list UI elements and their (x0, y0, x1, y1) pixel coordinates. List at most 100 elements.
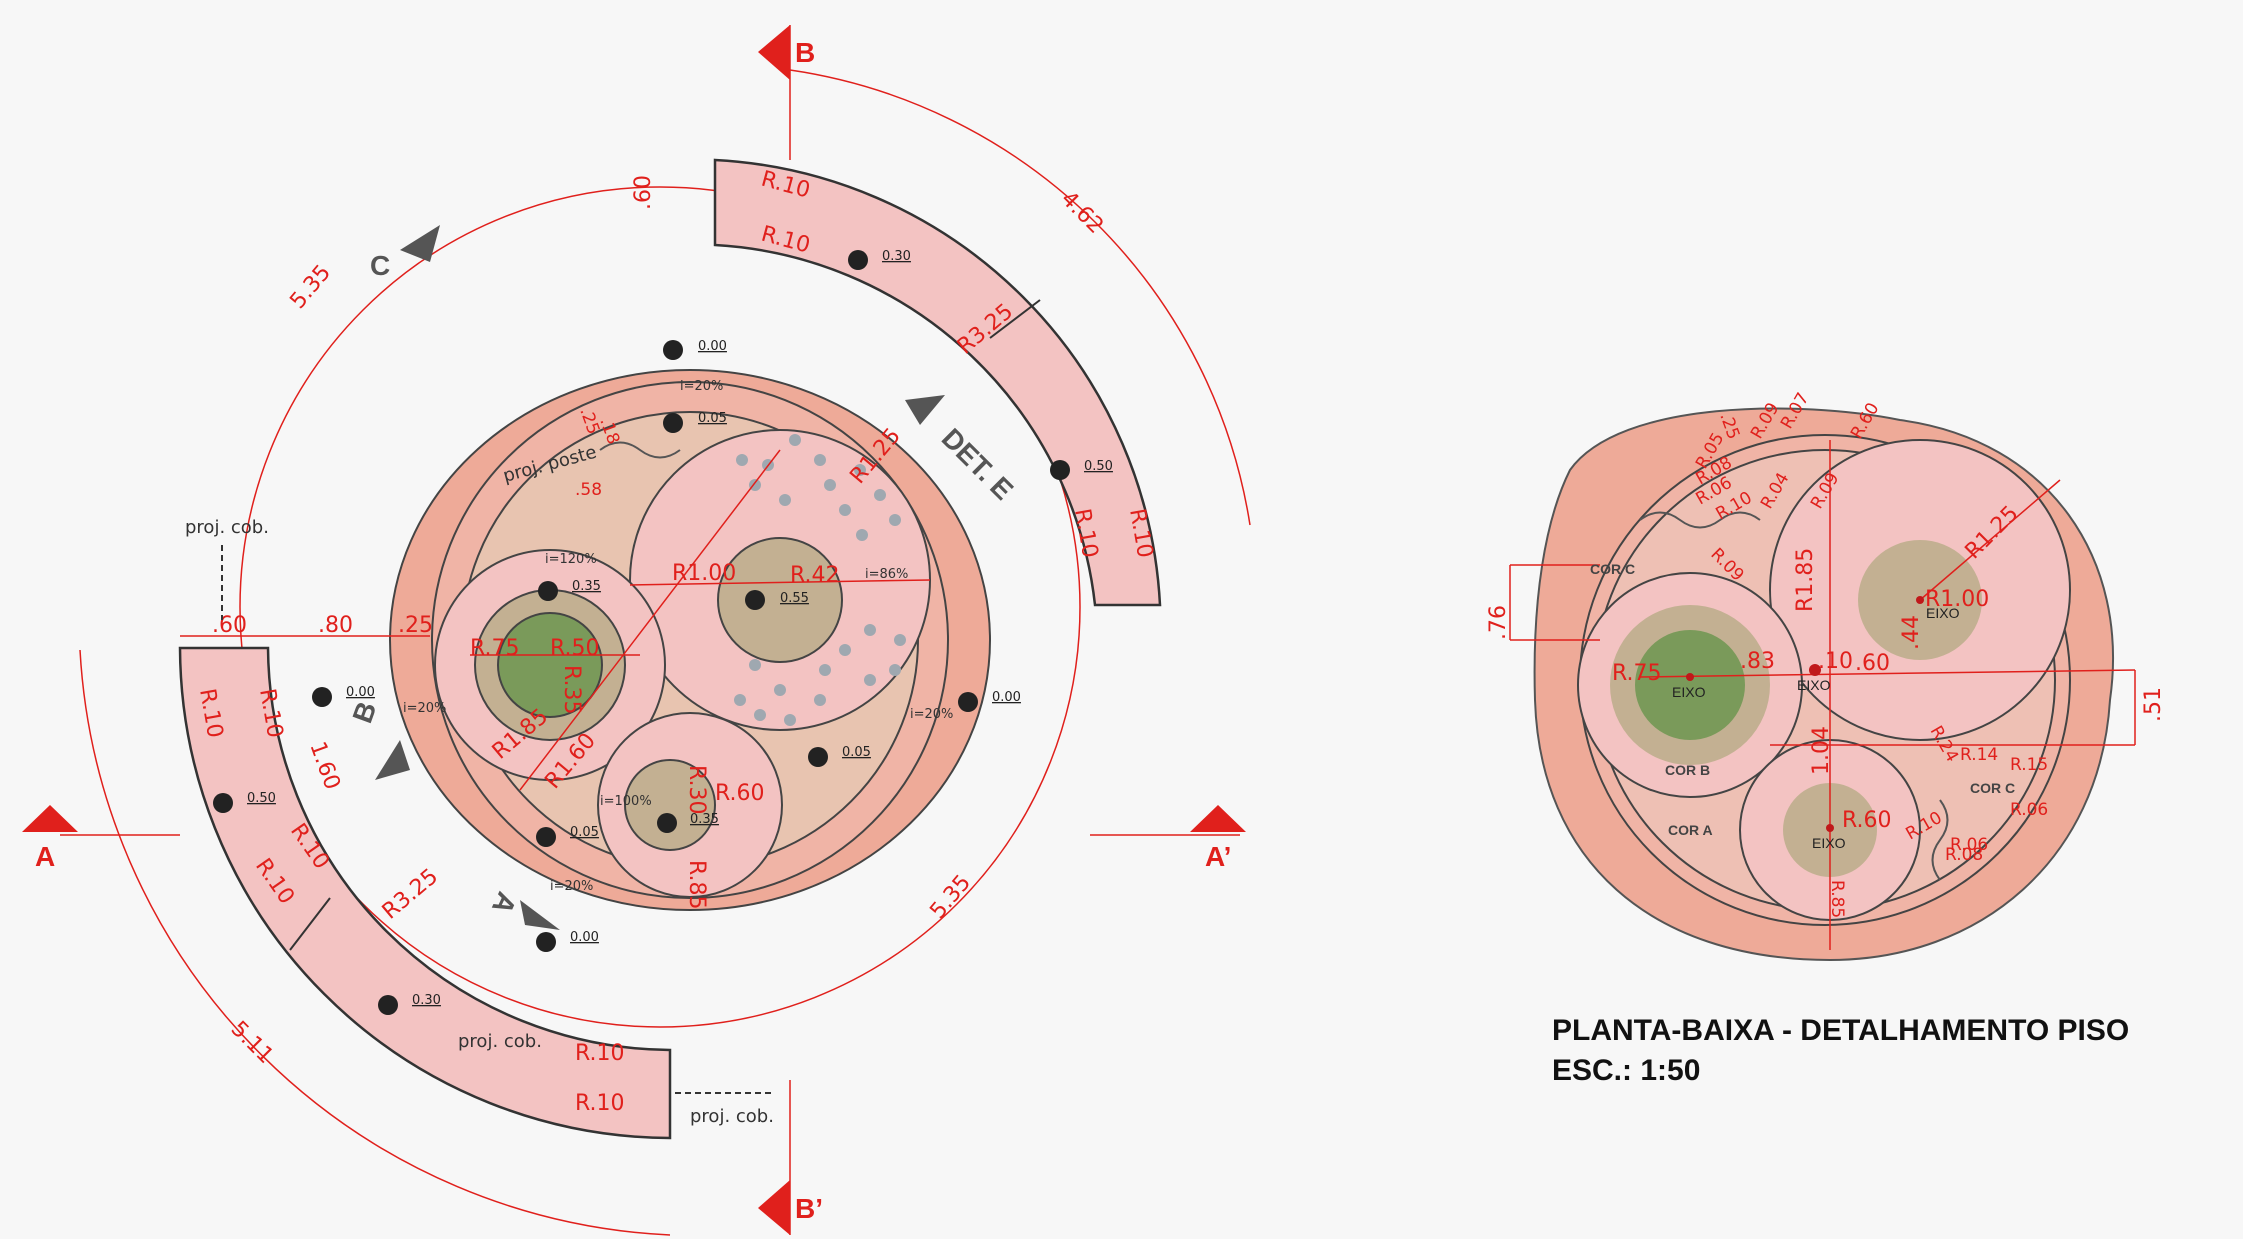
dim-top-60: .60 (631, 175, 656, 210)
horiz-dim-1 (629, 579, 931, 586)
detail-plan (1509, 407, 2136, 962)
detail-small-radius: R.06 (1950, 835, 1988, 855)
note-proj-cob-3: proj. cob. (690, 1106, 774, 1127)
section-b-small-marker (375, 740, 410, 780)
plan-title: PLANTA-BAIXA - DETALHAMENTO PISO (1552, 1014, 2129, 1047)
bottom-circle-center (624, 759, 716, 851)
detail-eixo-4: EIXO (1812, 835, 1846, 851)
detail-cor-c-2: COR C (1970, 780, 2015, 796)
dim-r30: R.30 (684, 765, 709, 815)
svg-text:0.00: 0.00 (992, 690, 1021, 705)
dim-r50: R.50 (550, 636, 600, 661)
slope-i20-right: i=20% (910, 707, 953, 722)
section-b-prime-label: B’ (795, 1193, 823, 1224)
slope-i100: i=100% (600, 794, 652, 809)
detail-d76: .76 (1486, 605, 1511, 640)
dim-58: .58 (575, 480, 602, 500)
detail-d104: 1.04 (1809, 726, 1834, 775)
radius-line (519, 449, 781, 791)
detail-r85: R.85 (1827, 880, 1847, 918)
detail-small-radius: R.15 (2010, 755, 2048, 775)
svg-text:0.55: 0.55 (780, 591, 809, 606)
svg-text:0.05: 0.05 (842, 745, 871, 760)
detail-eixo-2: EIXO (1797, 677, 1831, 693)
slope-i120: i=120% (545, 552, 597, 567)
detail-d83: .83 (1740, 649, 1775, 674)
section-b-label: B (795, 37, 815, 68)
detail-r60: R.60 (1842, 808, 1892, 833)
decor-dots (734, 434, 906, 726)
section-a-marker (22, 805, 78, 832)
plan-scale: ESC.: 1:50 (1552, 1054, 1700, 1087)
detail-d10: .10 (1818, 649, 1853, 674)
walkway-joint-2 (289, 897, 331, 951)
dim-r35: R.35 (559, 665, 584, 715)
svg-text:0.05: 0.05 (570, 825, 599, 840)
detail-small-radius: R.08 (1945, 845, 1983, 865)
section-c-marker (400, 225, 440, 262)
dim-r42: R.42 (790, 563, 840, 588)
note-proj-cob-1: proj. cob. (185, 517, 269, 538)
detail-r75: R.75 (1612, 661, 1662, 686)
svg-text:0.05: 0.05 (698, 411, 727, 426)
detail-r100: R1.00 (1925, 587, 1989, 612)
dim-r75: R.75 (470, 636, 520, 661)
detail-r185: R1.85 (1793, 548, 1818, 612)
slope-i20-top: i=20% (680, 379, 723, 394)
svg-text:0.35: 0.35 (572, 579, 601, 594)
svg-text:0.35: 0.35 (690, 812, 719, 827)
walkway-top-right (713, 158, 1162, 607)
arc-label-outer-right: 5.35 (925, 870, 976, 924)
large-circle-center (717, 537, 843, 663)
section-c-label: C (370, 250, 390, 281)
svg-text:0.00: 0.00 (570, 930, 599, 945)
section-a-prime-marker (1190, 805, 1246, 832)
section-a-small-label: A (486, 887, 523, 918)
detail-cor-c-1: COR C (1590, 561, 1635, 577)
section-b-prime-marker (758, 1180, 790, 1235)
dim-r10-10: R.10 (575, 1091, 625, 1116)
section-a-small-marker (520, 900, 560, 930)
svg-text:0.00: 0.00 (346, 685, 375, 700)
det-e-marker (905, 395, 945, 425)
detail-cor-a: COR A (1668, 822, 1713, 838)
detail-d51: .51 (2141, 687, 2166, 722)
level-markers: 0.00 0.05 0.30 0.50 0.35 0.55 0.00 0.00 … (213, 249, 1113, 1015)
section-a-label: A (35, 841, 55, 872)
slope-i86: i=86% (865, 567, 908, 582)
detail-eixo-3: EIXO (1926, 605, 1960, 621)
detail-small-radius: R.14 (1960, 745, 1998, 765)
detail-d60: .60 (1855, 651, 1890, 676)
dim-r60: R.60 (715, 781, 765, 806)
svg-text:0.50: 0.50 (247, 791, 276, 806)
dim-60: .60 (212, 613, 247, 638)
arc-label-top-right: 4.62 (1056, 187, 1108, 239)
det-e-label: DET. E (936, 422, 1020, 506)
r325-bottom: R3.25 (378, 864, 443, 924)
dim-r10-9: R.10 (575, 1041, 625, 1066)
wavy-edge (599, 441, 681, 459)
svg-text:0.00: 0.00 (698, 339, 727, 354)
walkway-joint (989, 299, 1041, 339)
section-b-marker (758, 25, 790, 80)
walkway-bottom-left (178, 646, 672, 1140)
svg-text:0.30: 0.30 (882, 249, 911, 264)
dim-160: 1.60 (304, 739, 344, 794)
arc-label-outer-left: 5.35 (285, 260, 336, 314)
dim-r100: R1.00 (672, 561, 736, 586)
detail-d44: .44 (1899, 615, 1924, 650)
slope-i20-bottom: i=20% (550, 879, 593, 894)
svg-text:0.30: 0.30 (412, 993, 441, 1008)
detail-cor-b: COR B (1665, 762, 1710, 778)
svg-text:0.50: 0.50 (1084, 459, 1113, 474)
section-b-small-label: B (347, 697, 383, 727)
dim-80: .80 (318, 613, 353, 638)
outer-construction-circle (239, 186, 1081, 1028)
top-right-arc (789, 69, 1251, 526)
note-proj-cob-2: proj. cob. (458, 1031, 542, 1052)
dim-25: .25 (398, 613, 433, 638)
detail-small-radius: R.06 (2010, 800, 2048, 820)
detail-eixo-1: EIXO (1672, 684, 1706, 700)
section-a-prime-label: A’ (1205, 841, 1231, 872)
